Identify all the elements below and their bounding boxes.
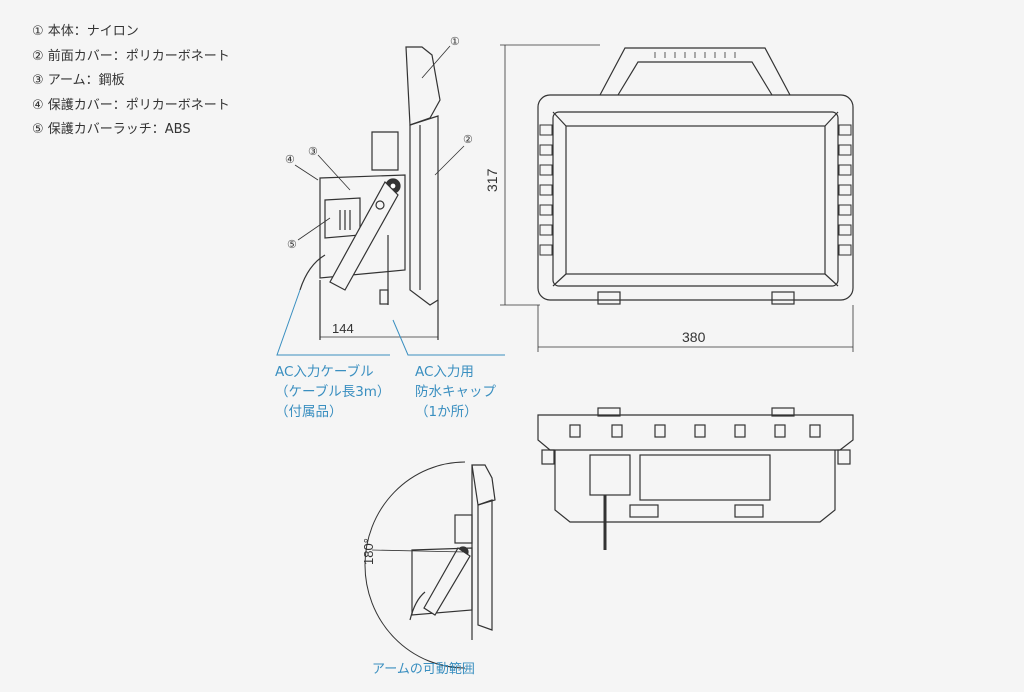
front-dimensions (500, 44, 854, 352)
callout-1: ① (450, 36, 460, 48)
callout-5: ⑤ (287, 239, 297, 251)
legend-item: ① 本体：ナイロン (32, 24, 139, 39)
materials-legend: ① 本体：ナイロン ② 前面カバー：ポリカーボネート ③ アーム：鋼板 ④ 保護… (32, 20, 230, 143)
height-dimension: 317 (484, 168, 500, 192)
front-view (537, 47, 854, 305)
cap-line: AC入力用 (415, 364, 474, 380)
bottom-view (537, 407, 854, 550)
ac-cable-line: （ケーブル長3m） (275, 384, 391, 400)
ac-cable-line: AC入力ケーブル (275, 364, 374, 380)
callout-2: ② (463, 134, 473, 146)
legend-item: ⑤ 保護カバーラッチ：ABS (32, 122, 191, 137)
cap-line: 防水キャップ (415, 384, 496, 400)
ac-cable-line: （付属品） (275, 404, 343, 420)
arm-range-label: アームの可動範囲 (372, 661, 475, 676)
legend-item: ② 前面カバー：ポリカーボネート (32, 48, 230, 64)
depth-dimension: 144 (332, 321, 354, 336)
callout-numbers: ① ② ③ ④ ⑤ (285, 36, 473, 251)
legend-item: ③ アーム：鋼板 (32, 73, 125, 88)
legend-item: ④ 保護カバー：ポリカーボネート (32, 97, 230, 113)
callout-3: ③ (308, 146, 318, 158)
ac-cable-label: AC入力ケーブル （ケーブル長3m） （付属品） (275, 362, 390, 422)
arm-range-view (364, 461, 496, 669)
rotation-dimension: 180° (361, 538, 376, 565)
side-view (299, 46, 441, 340)
waterproof-cap-label: AC入力用 防水キャップ （1か所） (415, 362, 496, 422)
cap-line: （1か所） (415, 404, 478, 420)
callout-4: ④ (285, 154, 295, 166)
width-dimension: 380 (682, 329, 706, 345)
callout-leaders (294, 45, 465, 241)
